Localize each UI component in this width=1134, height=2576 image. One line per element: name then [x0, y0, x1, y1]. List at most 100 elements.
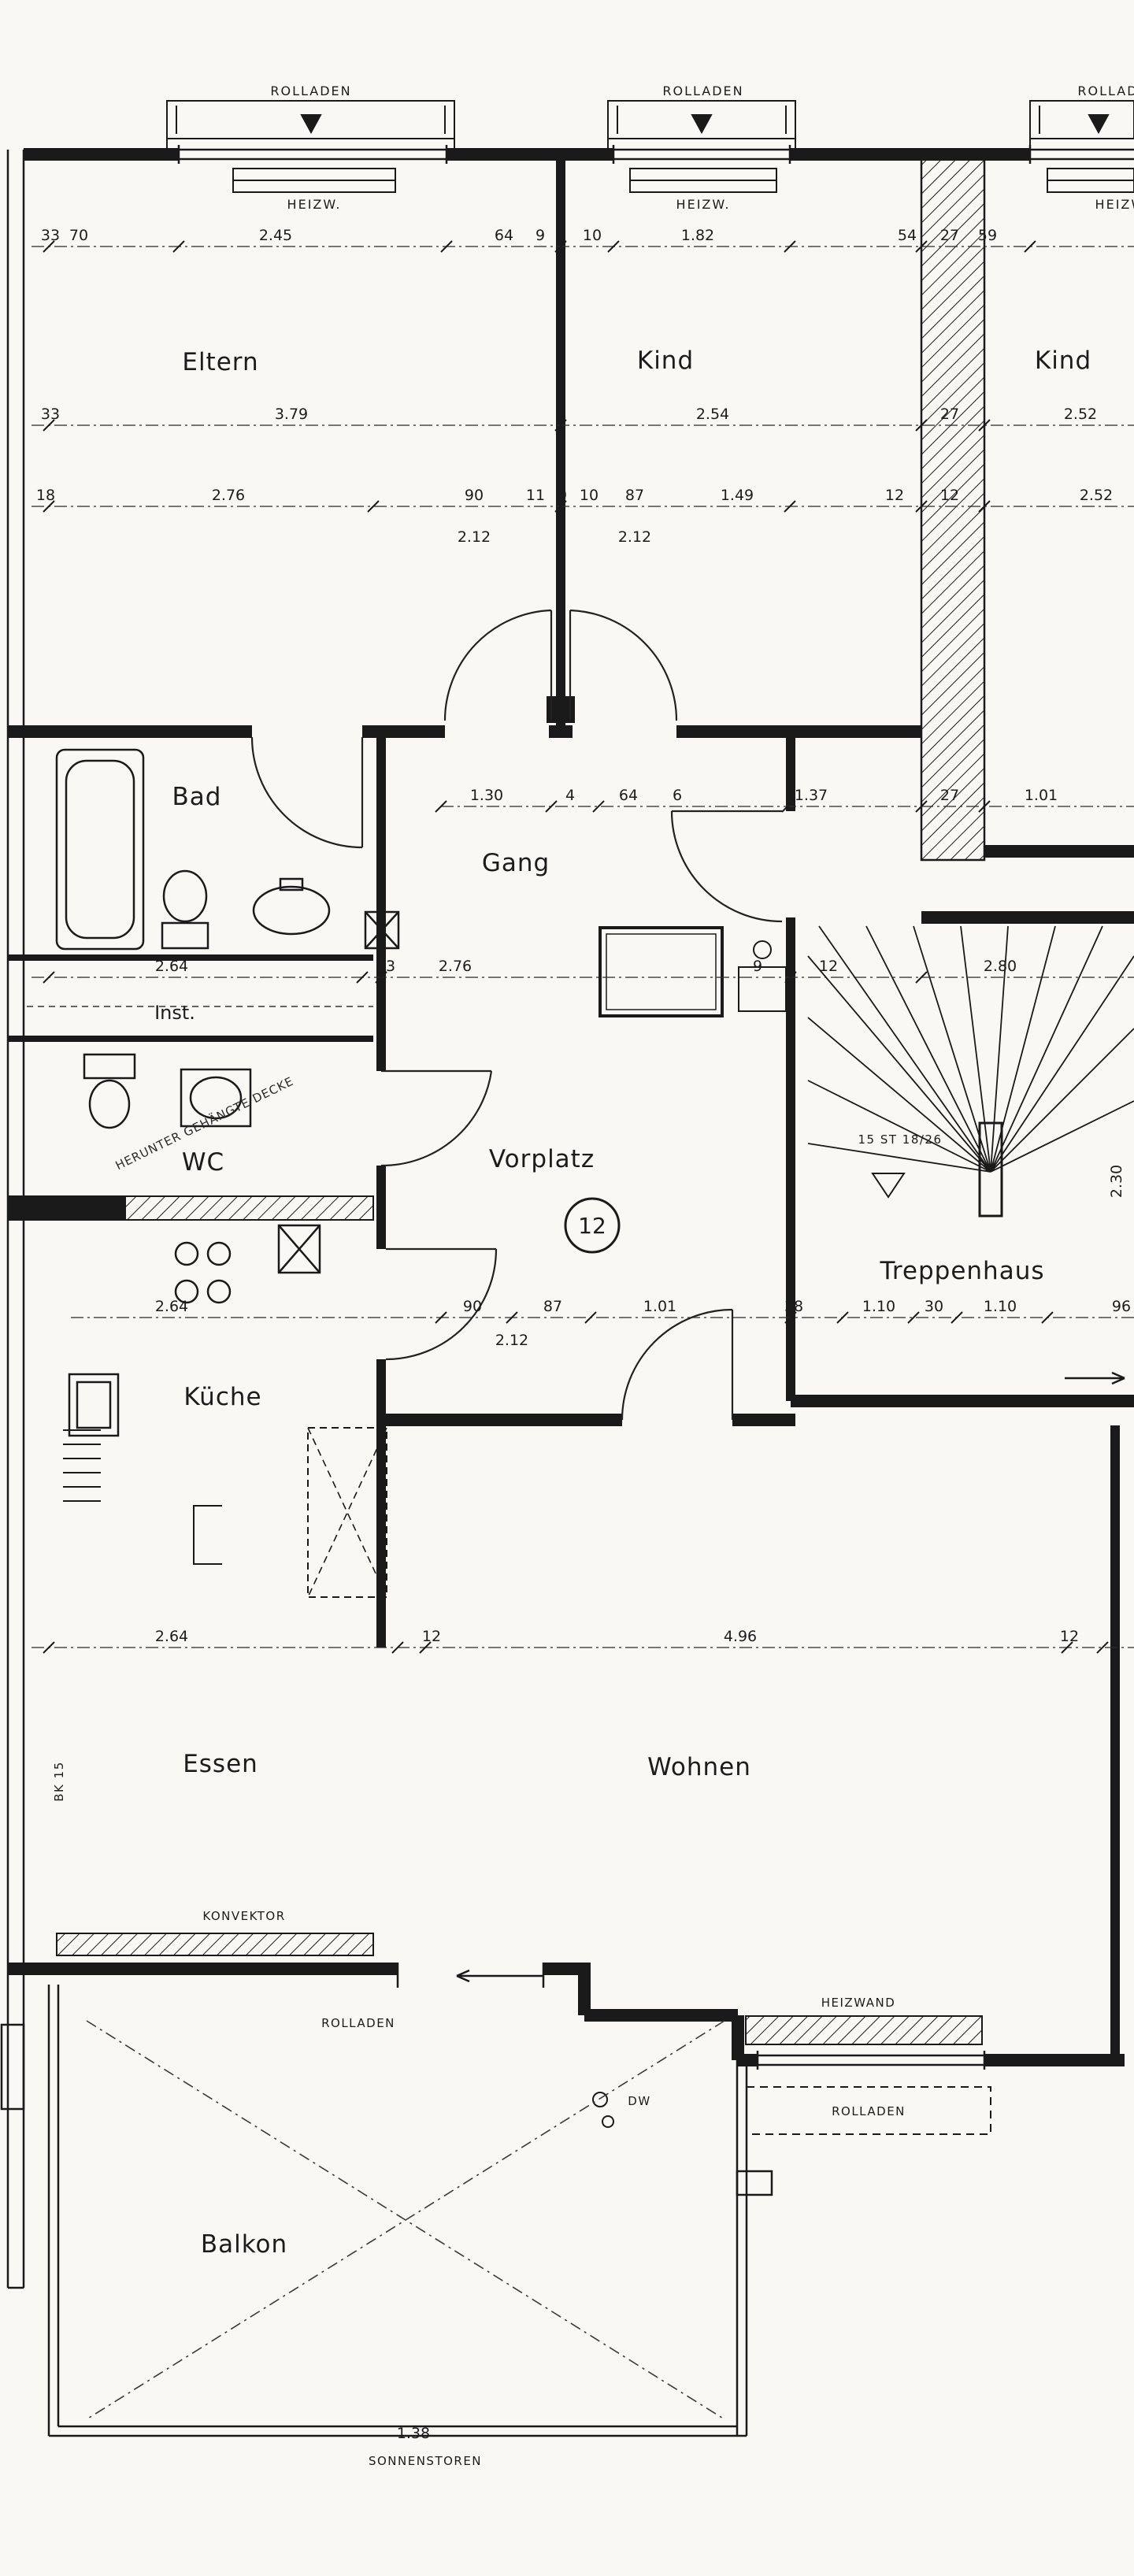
dimension-label: 33: [41, 406, 60, 423]
dimension-label: 2.52: [1064, 406, 1097, 423]
dimension-label: 54: [898, 227, 917, 244]
bathtub: [55, 748, 145, 951]
dimension-label: 11: [526, 487, 545, 504]
heizwand-box: [745, 2015, 983, 2045]
dimension-label: 2.64: [155, 958, 188, 975]
dimension-label: 2.64: [155, 1298, 188, 1315]
dimension-label: 2.52: [1080, 487, 1113, 504]
dimension-label: 2.12: [495, 1332, 528, 1349]
entry-fixture: [753, 940, 772, 959]
door-wohnen: [621, 1308, 734, 1421]
dimension-label: 2.80: [984, 958, 1017, 975]
door-kueche: [385, 1247, 498, 1361]
rolladen-balkon-label: ROLLADEN: [321, 2016, 395, 2030]
door-wc: [380, 1069, 493, 1167]
kitchen-counter: [193, 1505, 222, 1565]
dimension-label: 4.96: [724, 1628, 757, 1645]
balcony-drain: [592, 2092, 608, 2107]
balcony-door-arrow: [456, 1969, 543, 1983]
sink-bad: [252, 885, 331, 936]
dimension-label: 1.49: [721, 487, 754, 504]
room-label-wc: WC: [182, 1148, 224, 1177]
dimension-label: 12: [1060, 1628, 1079, 1645]
dimension-label: 1.30: [470, 787, 503, 804]
dimension-label: 4: [565, 787, 575, 804]
direction-arrows: [456, 1371, 1125, 1983]
room-label-kind-center: Kind: [637, 347, 694, 375]
room-label-wohnen: Wohnen: [647, 1753, 751, 1781]
dimension-label: 64: [619, 787, 638, 804]
konvektor-box: [56, 1933, 374, 1956]
dimension-label: 2.76: [212, 487, 245, 504]
stair-width-dim: 2.30: [1108, 1165, 1125, 1198]
dimension-label: 12: [819, 958, 838, 975]
room-label-balkon: Balkon: [201, 2230, 287, 2259]
heizwand-label: HEIZWAND: [821, 1996, 896, 2010]
toilet-wc-tank: [83, 1053, 136, 1080]
dimension-label: 1.82: [681, 227, 714, 244]
dimension-label: 27: [940, 227, 959, 244]
room-labels: Eltern Kind Kind Bad Gang Inst. WC Vorpl…: [154, 347, 1091, 2259]
dimension-label: 96: [1112, 1298, 1131, 1315]
dimension-label: 13: [376, 958, 395, 975]
unit-number-circle: [564, 1197, 621, 1254]
unit-number: 12: [578, 1213, 606, 1239]
stair-direction-triangle: [871, 1173, 906, 1199]
walls-thin: [8, 954, 373, 1042]
door-eltern: [443, 609, 553, 721]
dimension-label: 10: [580, 487, 598, 504]
toilet-wc-bowl: [88, 1079, 131, 1129]
dimension-label: 2.64: [155, 1628, 188, 1645]
dimension-label: 27: [940, 406, 959, 423]
radiator-boxes: [232, 168, 1134, 193]
dimension-label: 59: [978, 227, 997, 244]
toilet-bad-tank: [161, 921, 209, 950]
dimension-label: 1.01: [1025, 787, 1058, 804]
entry-closet: [598, 926, 724, 1017]
balcony-slope-lines: [86, 2020, 725, 2420]
door-swings: [250, 609, 783, 1421]
dimension-label: 3.79: [275, 406, 308, 423]
dimension-label: 12: [422, 1628, 441, 1645]
cooktop-burner: [174, 1279, 199, 1304]
cooktop-burner: [174, 1241, 199, 1266]
dimension-label: 9: [753, 958, 762, 975]
heizw-center-label: HEIZW.: [676, 197, 731, 212]
walls-medium: [376, 161, 1120, 2065]
heizw-left-label: HEIZW.: [287, 197, 342, 212]
dimension-label: 2.12: [458, 528, 491, 546]
dimension-ticks: [43, 240, 1109, 1654]
rolladen-top-center-label: ROLLADEN: [662, 83, 743, 98]
room-label-gang: Gang: [482, 849, 550, 877]
dimension-label: 10: [583, 227, 602, 244]
room-label-treppenhaus: Treppenhaus: [879, 1257, 1044, 1285]
dimension-label: 1.37: [795, 787, 828, 804]
dimension-label: 1.38: [397, 2425, 430, 2442]
cooktop-burner: [206, 1241, 232, 1266]
dimension-lines: [32, 246, 1134, 1648]
dimension-label: 90: [465, 487, 484, 504]
dimension-label: 12: [940, 487, 959, 504]
party-wall: [920, 153, 986, 862]
rolladen-wohnen-box: [746, 2086, 991, 2135]
staircase: [807, 925, 1134, 1218]
dimension-label: 70: [69, 227, 88, 244]
shaft-kueche: [277, 1224, 321, 1274]
kitchen-sink: [68, 1373, 120, 1437]
dimension-label: 87: [543, 1298, 562, 1315]
cooktop-burner: [206, 1279, 232, 1304]
sink-wc-counter: [180, 1068, 252, 1128]
rolladen-wohnen-label: ROLLADEN: [832, 2104, 906, 2118]
room-label-kind-right: Kind: [1035, 347, 1091, 375]
sink-wc: [189, 1076, 243, 1120]
door-entry: [670, 810, 783, 923]
room-label-kueche: Küche: [183, 1383, 261, 1411]
dimension-label: 90: [463, 1298, 482, 1315]
dimension-label: 1.01: [643, 1298, 676, 1315]
dimension-label: 1.10: [984, 1298, 1017, 1315]
dimension-label: 6: [673, 787, 682, 804]
room-label-bad: Bad: [172, 783, 222, 811]
